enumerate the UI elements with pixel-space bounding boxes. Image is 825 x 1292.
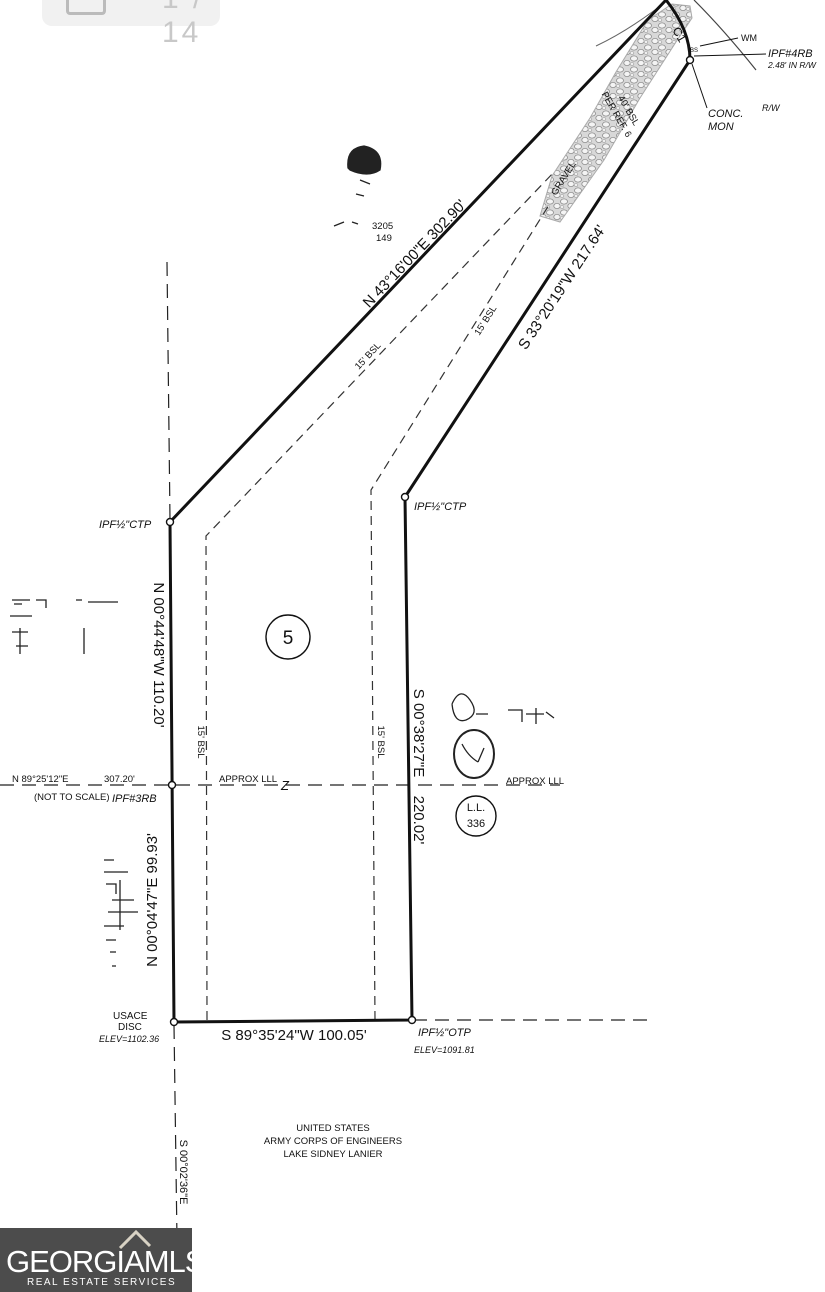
pin-ipf-ctp-east [400,492,410,502]
approx-lll-west: APPROX LLL [219,774,277,785]
land-lot-number: 336 [467,818,485,830]
approx-lll-east: APPROX LLL [506,776,564,787]
leader-ipf-4rb [693,53,767,57]
conc-label: CONC. [708,108,743,120]
photo-counter-text: 1 / 14 [162,0,202,49]
lll-distance: 307.20' [104,774,135,785]
disc-label: DISC [118,1022,142,1033]
pin-ipf-4rb [685,55,695,65]
lll-bearing: N 89°25'12"E [12,774,69,785]
pin-ipf-otp [407,1015,417,1025]
adjacent-fragment-2: 149 [376,233,392,244]
corps-line-2: ARMY CORPS OF ENGINEERS [264,1136,402,1147]
ipf-3rb-label: IPF#3RB [112,793,157,805]
setback-line-west [205,170,556,1021]
adjacent-fragment-1: 3205 [372,221,393,232]
photo-counter: 1 / 14 [42,0,220,49]
bsl-east-upper-label: 15' BSL [472,304,499,338]
west-upper-bearing: N 00°44'48"W 110.20' [150,582,167,727]
pin-usace-disc [169,1017,179,1027]
lot-number: 5 [283,628,294,649]
pin-ipf-ctp-west [165,517,175,527]
watermark-tagline: REAL ESTATE SERVICES [27,1277,177,1288]
curve-label: C1 [669,25,689,46]
bsl-east-label: 15' BSL [375,726,386,759]
watermark-brand: GEORGIAMLS [6,1244,205,1279]
elev-otp-label: ELEV=1091.81 [414,1045,475,1055]
wm-label: WM [741,33,757,43]
ipf-4rb-label: IPF#4RB [768,48,813,60]
east-lower-bearing: S 00°38'27"E [410,689,427,777]
bsl-north-label: 15' BSL [353,340,384,372]
east-upper-bearing: S 33°20'19"W 217.64' [515,222,610,353]
scan-artifacts [10,145,555,967]
west-lower-bearing: N 00°04'47"E 99.93' [144,833,161,967]
ipf-ctp-east-label: IPF½"CTP [414,501,467,513]
mon-label: MON [708,121,734,133]
not-to-scale: (NOT TO SCALE) [34,792,110,803]
west-extension-bearing: S 00°02'36"E [177,1140,189,1205]
gravel-drive [539,3,693,223]
land-lot-circle [455,795,497,837]
setback-line-east [370,204,550,1021]
ipf-otp-label: IPF½"OTP [418,1027,471,1039]
elev-disc-label: ELEV=1102.36 [99,1034,159,1044]
ipf-4rb-note: 2.48' IN R/W [767,60,817,70]
land-lot-label: L.L. [467,802,485,814]
rw-label: R/W [762,103,781,113]
west-extension-north [166,261,171,521]
east-lower-distance: 220.02' [410,796,427,845]
corps-line-3: LAKE SIDNEY LANIER [283,1149,382,1160]
bsl-west-label: 15' BSL [195,726,206,759]
georgia-mls-watermark: GEORGIAMLS REAL ESTATE SERVICES [0,1228,205,1292]
curve-c1 [664,0,692,61]
gallery-icon [66,0,106,15]
usace-label: USACE [113,1011,148,1022]
roof-icon [118,1229,152,1250]
corps-line-1: UNITED STATES [296,1123,370,1134]
pin-ipf-3rb [167,780,177,790]
property-boundary [168,0,692,1024]
leader-conc-mon [691,63,708,109]
south-line-bearing: S 89°35'24"W 100.05' [221,1027,367,1044]
west-extension-south [173,1024,178,1241]
leader-wm [699,37,739,47]
north-line-bearing: N 43°16'00"E 302.90' [360,196,470,311]
right-of-way-arc [693,0,757,71]
lot-number-circle [265,614,311,660]
ipf-ctp-west-label: IPF½"CTP [99,519,152,531]
bs-label: BS [690,48,698,54]
z-mark: Z [280,778,290,793]
